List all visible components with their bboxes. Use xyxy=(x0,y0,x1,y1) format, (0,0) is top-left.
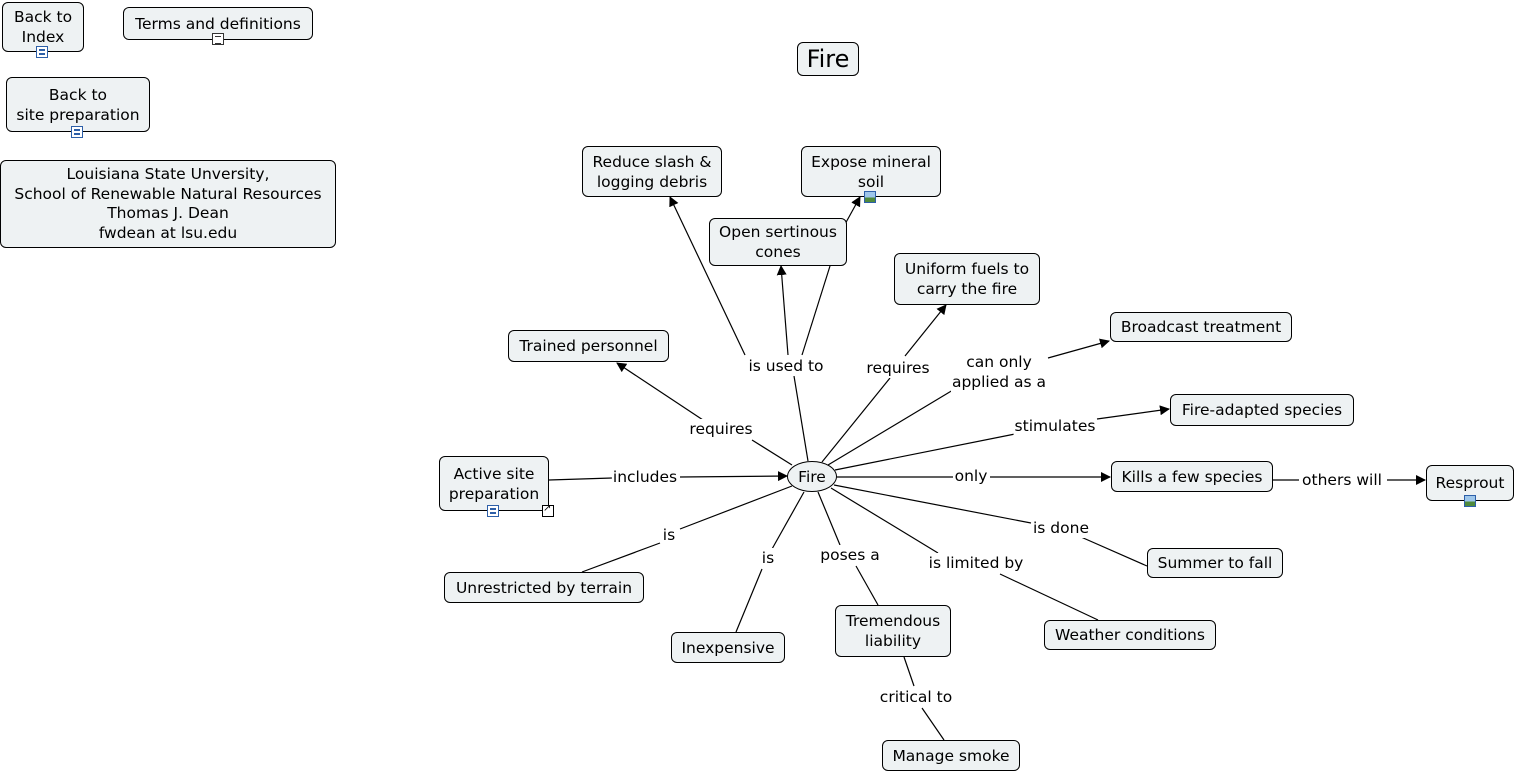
map-icon[interactable] xyxy=(487,505,499,517)
link-label-only: only xyxy=(953,466,989,486)
external-link-icon[interactable] xyxy=(542,503,554,517)
link-label-is-done: is done xyxy=(1032,518,1090,538)
link-label-critical-to: critical to xyxy=(878,687,954,707)
tremendous-liability-node: Tremendous liability xyxy=(835,605,951,657)
fire-adapted-species-node: Fire-adapted species xyxy=(1170,394,1354,426)
uniform-fuels-node: Uniform fuels to carry the fire xyxy=(894,253,1040,305)
back-to-site-preparation-node[interactable]: Back to site preparation xyxy=(6,77,150,132)
link-label-is-inexpensive: is xyxy=(760,548,776,568)
map-icon[interactable] xyxy=(36,46,48,58)
document-icon[interactable] xyxy=(212,33,224,45)
link-label-others-will: others will xyxy=(1301,470,1383,490)
trained-personnel-node: Trained personnel xyxy=(508,330,669,362)
summer-to-fall-node: Summer to fall xyxy=(1147,548,1283,578)
back-to-index-node[interactable]: Back to Index xyxy=(2,2,84,52)
map-icon[interactable] xyxy=(71,126,83,138)
open-cones-node: Open sertinous cones xyxy=(709,218,847,266)
link-label-is-terrain: is xyxy=(661,525,677,545)
unrestricted-by-terrain-node: Unrestricted by terrain xyxy=(444,572,644,603)
link-label-is-used-to: is used to xyxy=(747,356,825,376)
link-label-can-only-applied: can only applied as a xyxy=(950,352,1048,392)
link-label-requires-fuels: requires xyxy=(865,358,931,378)
link-label-is-limited-by: is limited by xyxy=(927,553,1025,573)
manage-smoke-node: Manage smoke xyxy=(882,740,1020,771)
link-label-poses-a: poses a xyxy=(819,545,881,565)
page-title: Fire xyxy=(797,42,859,76)
reduce-slash-node: Reduce slash & logging debris xyxy=(582,146,722,197)
credits-node: Louisiana State Unversity, School of Ren… xyxy=(0,160,336,248)
expose-mineral-soil-node: Expose mineral soil xyxy=(801,146,941,197)
link-label-requires-personnel: requires xyxy=(688,419,754,439)
broadcast-treatment-node: Broadcast treatment xyxy=(1110,312,1292,342)
link-label-includes: includes xyxy=(611,467,679,487)
inexpensive-node: Inexpensive xyxy=(671,632,785,663)
link-label-stimulates: stimulates xyxy=(1013,416,1097,436)
image-icon[interactable] xyxy=(864,191,876,203)
image-icon[interactable] xyxy=(1464,495,1476,507)
kills-few-species-node: Kills a few species xyxy=(1111,461,1273,492)
active-site-preparation-node[interactable]: Active site preparation xyxy=(439,456,549,511)
weather-conditions-node: Weather conditions xyxy=(1044,620,1216,650)
fire-central-node: Fire xyxy=(787,461,837,492)
